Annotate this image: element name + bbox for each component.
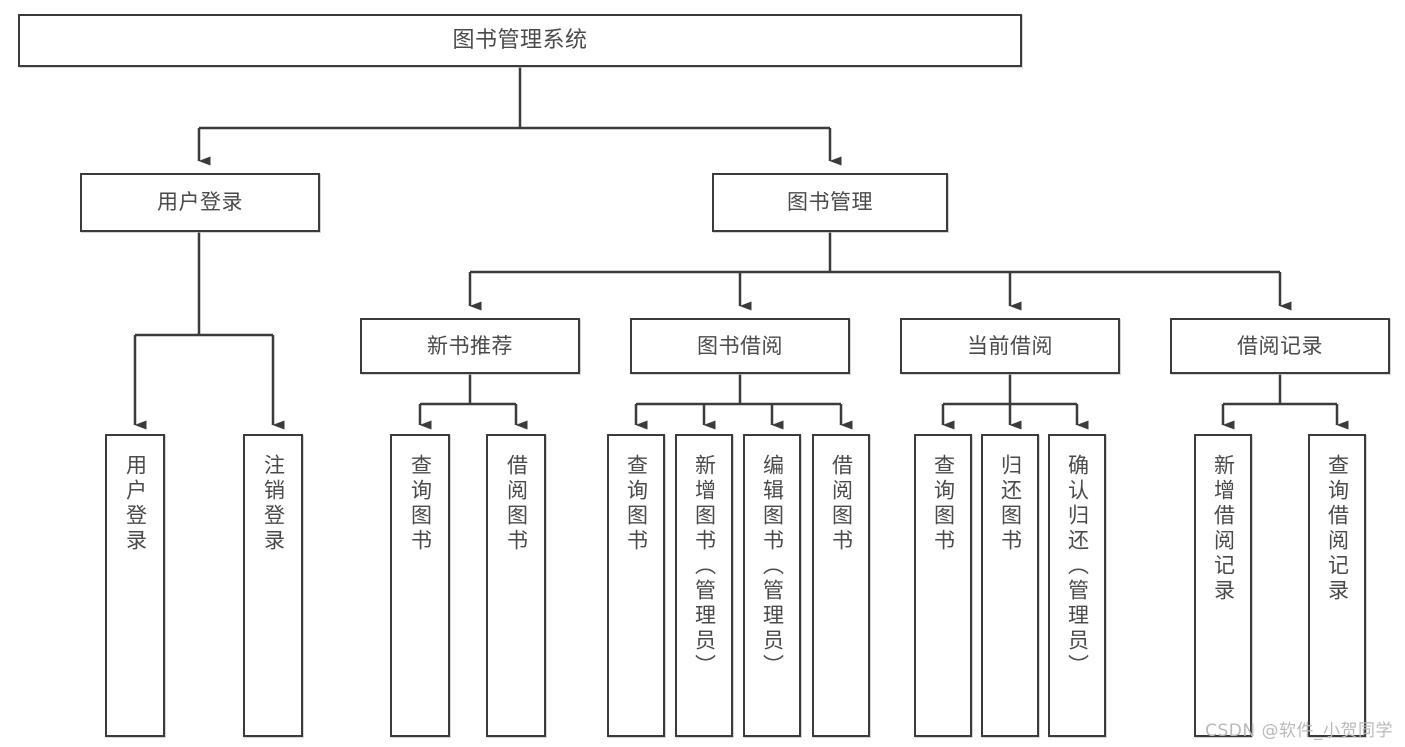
leaf-add-record-label: 新增借阅记录 [1211, 454, 1236, 604]
leaf-return-book-label: 归还图书 [998, 454, 1023, 554]
leaf-edit-book[interactable]: 编辑图书（管理员） [743, 434, 801, 737]
leaf-add-book[interactable]: 新增图书（管理员） [675, 434, 733, 737]
leaf-add-book-label: 新增图书（管理员） [692, 454, 717, 679]
node-book-borrow-label: 图书借阅 [697, 333, 783, 358]
leaf-user-logout[interactable]: 注销登录 [243, 434, 303, 737]
leaf-borrow-book-2[interactable]: 借阅图书 [812, 434, 870, 737]
leaf-query-book-1[interactable]: 查询图书 [390, 434, 450, 737]
leaf-user-logout-label: 注销登录 [261, 454, 286, 554]
node-current-borrow-label: 当前借阅 [967, 333, 1053, 358]
leaf-borrow-book-2-label: 借阅图书 [829, 454, 854, 554]
node-root[interactable]: 图书管理系统 [18, 14, 1022, 67]
node-book-manage-label: 图书管理 [787, 190, 873, 215]
node-user-login[interactable]: 用户登录 [80, 173, 320, 232]
node-new-book-rec-label: 新书推荐 [427, 333, 513, 358]
node-user-login-label: 用户登录 [157, 190, 243, 215]
leaf-query-book-2[interactable]: 查询图书 [607, 434, 665, 737]
leaf-borrow-book-1[interactable]: 借阅图书 [486, 434, 546, 737]
node-new-book-rec[interactable]: 新书推荐 [360, 318, 580, 374]
leaf-return-book[interactable]: 归还图书 [981, 434, 1039, 737]
leaf-query-book-3-label: 查询图书 [931, 454, 956, 554]
node-borrow-record-label: 借阅记录 [1237, 333, 1323, 358]
leaf-query-book-1-label: 查询图书 [408, 454, 433, 554]
leaf-borrow-book-1-label: 借阅图书 [504, 454, 529, 554]
leaf-query-record[interactable]: 查询借阅记录 [1308, 434, 1366, 737]
leaf-user-login[interactable]: 用户登录 [105, 434, 165, 737]
node-current-borrow[interactable]: 当前借阅 [900, 318, 1120, 374]
node-root-label: 图书管理系统 [452, 27, 588, 53]
leaf-query-book-3[interactable]: 查询图书 [914, 434, 972, 737]
leaf-edit-book-label: 编辑图书（管理员） [760, 454, 785, 679]
leaf-query-book-2-label: 查询图书 [624, 454, 649, 554]
leaf-confirm-return-label: 确认归还（管理员） [1065, 454, 1090, 679]
leaf-user-login-label: 用户登录 [123, 454, 148, 554]
csdn-watermark: CSDN @软件_小贺同学 [1205, 721, 1393, 741]
leaf-query-record-label: 查询借阅记录 [1325, 454, 1350, 604]
leaf-confirm-return[interactable]: 确认归还（管理员） [1048, 434, 1106, 737]
leaf-add-record[interactable]: 新增借阅记录 [1194, 434, 1252, 737]
node-book-borrow[interactable]: 图书借阅 [630, 318, 850, 374]
node-book-manage[interactable]: 图书管理 [712, 173, 948, 232]
node-borrow-record[interactable]: 借阅记录 [1170, 318, 1390, 374]
